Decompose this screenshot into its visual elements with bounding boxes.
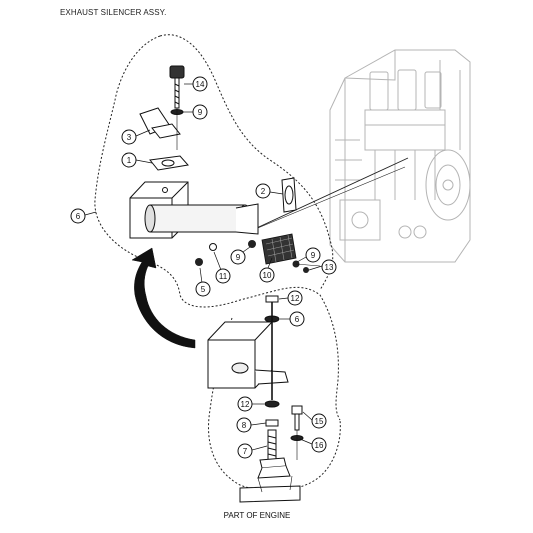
nut-13 [303,267,309,273]
page-title: EXHAUST SILENCER ASSY. [60,8,167,17]
svg-text:14: 14 [196,80,205,89]
silencer-assembly [129,181,259,239]
callout-8: 8 [236,417,252,433]
assembly-direction-arrow [131,247,196,349]
svg-text:12: 12 [291,294,300,303]
svg-text:1: 1 [127,156,132,165]
bolt-15 [290,405,304,460]
callout-16: 16 [311,437,327,453]
callout-10: 10 [259,267,275,283]
svg-text:13: 13 [325,263,334,272]
part-of-engine-caption: PART OF ENGINE [224,511,291,520]
mounting-leader-line [247,157,409,233]
upper-assembly-outline [94,35,341,421]
gasket-1 [149,155,189,171]
svg-text:16: 16 [315,441,324,450]
bolt-7 [257,429,291,479]
svg-text:2: 2 [261,187,266,196]
svg-text:6: 6 [76,212,81,221]
svg-text:10: 10 [263,271,272,280]
callout-14: 14 [192,76,208,92]
washer-11 [209,243,217,251]
callout-12: 12 [237,396,253,412]
svg-text:8: 8 [242,421,247,430]
upper-assembly-outline-top [159,34,334,291]
engine-base-plate [239,475,301,503]
callout-11: 11 [215,268,231,284]
callout-3: 3 [121,129,137,145]
callout-9: 9 [230,249,246,265]
callout-2: 2 [255,183,271,199]
mounting-leader-line-2 [247,166,406,233]
callout-1: 1 [121,152,137,168]
svg-text:7: 7 [243,447,248,456]
callout-15: 15 [311,413,327,429]
callout-6: 6 [289,311,305,327]
callouts: 14 9 3 1 2 6 9 11 5 10 9 13 12 6 12 8 7 … [70,76,337,459]
stud-assembly [264,295,280,427]
callout-12: 12 [287,290,303,306]
callout-9: 9 [305,247,321,263]
svg-text:9: 9 [236,253,241,262]
callout-7: 7 [237,443,253,459]
mounting-bracket [207,321,289,389]
engine-illustration [329,49,471,263]
svg-text:12: 12 [241,400,250,409]
svg-text:11: 11 [219,272,228,281]
deflector-3 [139,107,181,139]
svg-text:9: 9 [311,251,316,260]
screen-10 [261,233,297,265]
nut-5 [195,258,203,266]
callout-5: 5 [195,281,211,297]
svg-text:3: 3 [127,133,132,142]
callout-leaders [84,83,323,451]
svg-text:5: 5 [201,285,206,294]
callout-6: 6 [70,208,86,224]
bolt-14 [169,65,185,109]
svg-text:15: 15 [315,417,324,426]
svg-text:6: 6 [295,315,300,324]
callout-9: 9 [192,104,208,120]
nut-9-mid [248,240,256,248]
callout-13: 13 [321,259,337,275]
svg-text:9: 9 [198,108,203,117]
lower-assembly-outline [208,317,341,492]
gasket-2 [281,177,297,213]
